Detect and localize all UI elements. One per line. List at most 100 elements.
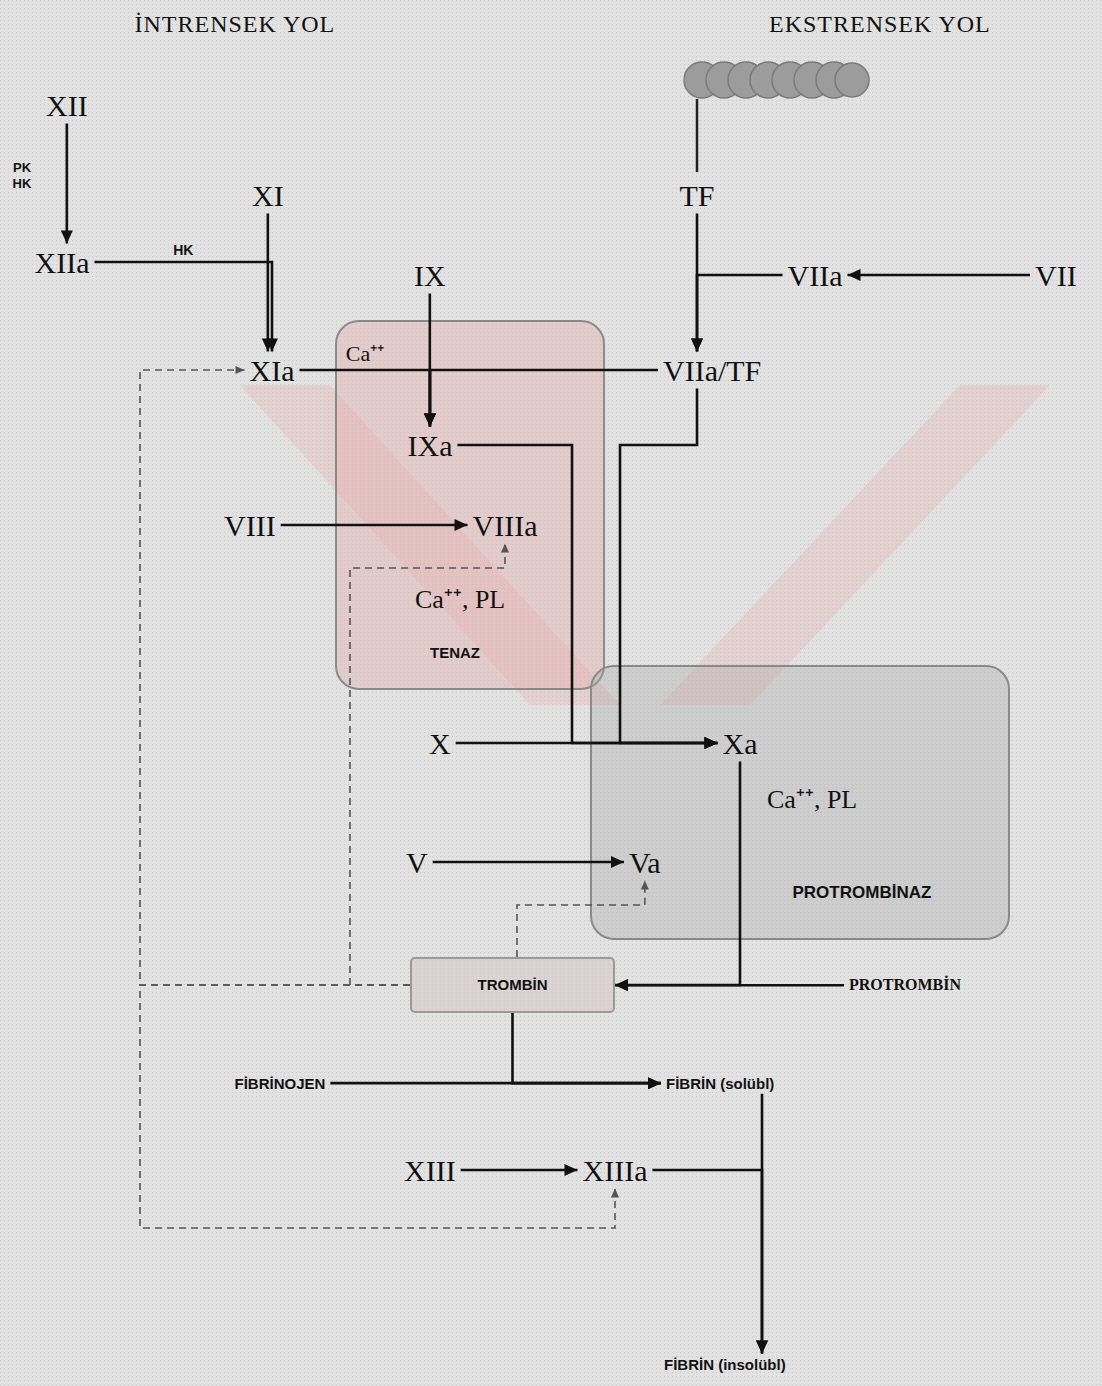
activation-arrow (457, 445, 717, 749)
connector-line (457, 445, 717, 743)
factor-node: FİBRİN (insolübl) (659, 1354, 791, 1375)
prothrombinase-complex-box: Ca⁺⁺, PLPROTROMBİNAZXaVa (590, 665, 1010, 940)
arrowhead (424, 414, 436, 427)
factor-name: TF (680, 179, 715, 212)
connector-line (847, 274, 1030, 277)
activation-arrow (615, 762, 740, 992)
factor-name: XII (46, 89, 88, 122)
label-holder: HK (173, 243, 193, 258)
factor-name: XI (252, 179, 284, 212)
complex-name: TENAZ (430, 644, 480, 661)
text-slot: Ca⁺⁺, PL (415, 586, 505, 615)
arrowhead (641, 881, 649, 890)
factor-name: IXa (408, 429, 453, 462)
arrowhead (424, 414, 436, 427)
arrowhead (611, 1189, 619, 1198)
activation-arrow (615, 979, 844, 991)
connector-line (620, 389, 718, 744)
factor-node: FİBRİN (solübl) (661, 1073, 779, 1094)
factor-name: IX (414, 259, 446, 292)
factor-name: VII (1035, 259, 1077, 292)
arrowhead (565, 1164, 578, 1176)
label-holder: HK (13, 177, 32, 191)
cofactor-text: Ca⁺⁺, PL (767, 786, 857, 815)
factor-node: TF (675, 177, 720, 214)
arrowhead (61, 231, 73, 244)
factor-name: XIa (250, 354, 295, 387)
label-holder: Ca⁺⁺ (346, 342, 384, 366)
factor-node: PROTROMBİN (844, 974, 966, 996)
arrowhead (756, 1341, 768, 1354)
arrowhead (424, 414, 436, 427)
factor-node: VIII (219, 507, 281, 544)
watermark-band (660, 385, 1050, 705)
activation-arrow (94, 262, 278, 352)
factor-name: FİBRİN (insolübl) (664, 1356, 786, 1373)
factor-node: X (424, 725, 456, 762)
activation-arrow (433, 856, 624, 868)
connector-line (281, 524, 468, 527)
arrowhead (615, 979, 628, 991)
label-holder: İNTRENSEK YOL (135, 11, 336, 37)
label-holder: EKSTRENSEK YOL (769, 11, 991, 37)
connector-line (350, 544, 505, 986)
feedback-connector (350, 544, 509, 986)
arrowhead (705, 737, 718, 749)
connector-line (267, 214, 270, 352)
factor-node: IXa (403, 427, 458, 464)
connector-line (456, 742, 718, 745)
factor-node: XIa (245, 352, 300, 389)
connector-line (140, 370, 410, 985)
feedback-connector (140, 366, 410, 985)
connector-line (433, 861, 624, 864)
complex-name: PROTROMBİNAZ (793, 883, 932, 903)
arrowhead (648, 1077, 661, 1089)
factor-name: V (406, 846, 428, 879)
connector-line (94, 262, 272, 352)
activation-arrow (847, 269, 1030, 281)
connector-line (330, 1082, 661, 1085)
factor-node: Va (624, 844, 666, 881)
factor-node: XIII (399, 1152, 461, 1189)
feedback-connector (140, 985, 619, 1228)
arrowhead (705, 737, 718, 749)
arrowhead (455, 519, 468, 531)
factor-node: VIIa/TF (658, 352, 766, 389)
activation-arrow (513, 1013, 662, 1089)
arrowhead (262, 339, 274, 352)
factor-node: FİBRİNOJEN (230, 1073, 331, 1094)
activation-arrow (281, 519, 468, 531)
activation-arrow (691, 275, 782, 352)
factor-name: VIII (224, 509, 276, 542)
factor-node: XIIIa (578, 1152, 653, 1189)
connector-line (513, 1013, 662, 1083)
factor-node: IX (409, 257, 451, 294)
factor-name: TROMBİN (478, 976, 548, 993)
pathway-heading: İNTRENSEK YOL (135, 11, 336, 37)
cofactor-text: Ca⁺⁺, PL (415, 586, 505, 615)
tenase-complex-box: Ca⁺⁺, PLTENAZIXaVIIIa (335, 320, 605, 690)
label-holder: PK (13, 161, 31, 175)
arrowhead (705, 737, 718, 749)
text-slot: Ca⁺⁺, PL (767, 786, 857, 815)
arrowhead (611, 856, 624, 868)
arrowhead (691, 339, 703, 352)
text-slot: PROTROMBİNAZ (793, 883, 932, 903)
connector-line (615, 762, 740, 986)
connector-line (140, 985, 615, 1228)
activation-arrow (262, 214, 274, 352)
factor-name: FİBRİN (solübl) (666, 1075, 774, 1092)
factor-node: XIIa (30, 244, 95, 281)
activation-arrow (652, 1170, 768, 1354)
arrowhead (691, 339, 703, 352)
cofactor-label: HK (13, 177, 32, 191)
activation-arrow (330, 1077, 661, 1089)
activation-arrow (424, 370, 658, 427)
factor-node: VIIa (783, 257, 848, 294)
connector-line (615, 984, 844, 987)
text-slot: TENAZ (430, 644, 480, 661)
connector-line (430, 370, 658, 427)
feedback-connector (517, 881, 649, 958)
